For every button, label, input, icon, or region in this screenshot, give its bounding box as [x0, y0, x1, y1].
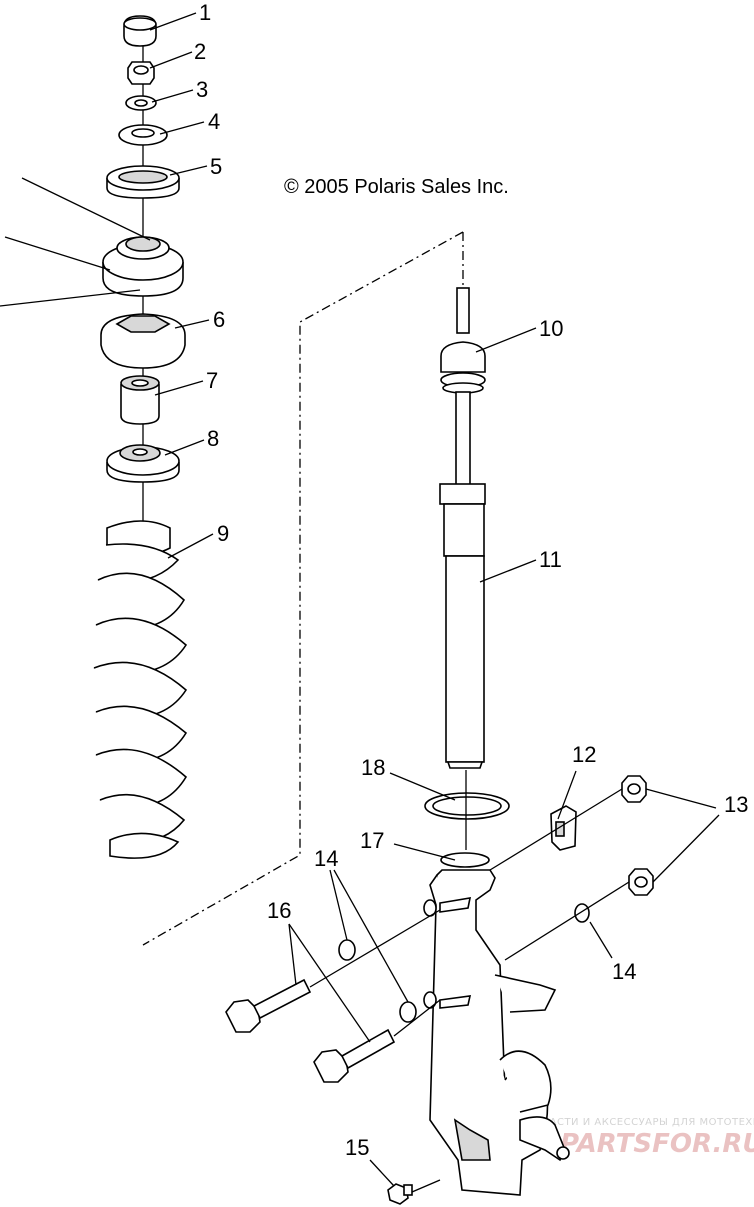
part-7-bushing [120, 375, 160, 425]
callout-12: 12 [572, 742, 596, 767]
leader-offpage-3 [0, 289, 141, 307]
part-4-washer [118, 124, 168, 146]
part-16-bolt-upper [225, 978, 312, 1033]
part-2-nut [127, 61, 155, 85]
part-5-bearing [106, 165, 180, 199]
axis-upper-nut [489, 788, 623, 871]
part-10-shock-shaft [440, 287, 486, 489]
callout-5: 5 [210, 154, 222, 179]
part-8-lower-seat [106, 444, 180, 483]
part-11-shock-body [439, 483, 486, 769]
part-13-nut-upper [621, 775, 647, 803]
watermark-small-text: ЗАПЧАСТИ И АКСЕССУАРЫ ДЛЯ МОТОТЕХНИКИ [520, 1117, 754, 1128]
leader-offpage-1 [21, 177, 151, 241]
callout-13: 13 [724, 792, 748, 817]
callout-15: 15 [345, 1135, 369, 1160]
watermark: ЗАПЧАСТИ И АКСЕССУАРЫ ДЛЯ МОТОТЕХНИКИ PA… [520, 1117, 754, 1159]
part-15-grease-fitting [387, 1183, 413, 1205]
part-14-washer-c [574, 903, 590, 923]
copyright-text: © 2005 Polaris Sales Inc. [284, 176, 509, 198]
axis-upper-bolt [309, 909, 441, 988]
part-16-bolt-lower [313, 1028, 396, 1083]
axis-lower-bolt [393, 999, 441, 1037]
callout-7: 7 [206, 368, 218, 393]
watermark-large-text: PARTSFOR.RU [560, 1129, 754, 1159]
part-12-clip [550, 805, 577, 851]
callout-14-left: 14 [314, 846, 338, 871]
part-9-coil-spring [93, 520, 188, 859]
part-14-washer-a [338, 939, 356, 961]
callout-3: 3 [196, 77, 208, 102]
part-6-bump-cap [100, 313, 186, 369]
callout-10: 10 [539, 316, 563, 341]
axis-lower-nut [504, 881, 630, 961]
callout-14-right: 14 [612, 959, 636, 984]
part-17-strut-housing [423, 852, 570, 1196]
part-1-cap [123, 15, 157, 47]
axis-fitting [411, 1179, 441, 1193]
callout-11: 11 [539, 547, 562, 572]
part-18-seal-ring [424, 792, 510, 820]
callout-18: 18 [361, 755, 385, 780]
callout-1: 1 [199, 0, 211, 25]
part-14-washer-b [399, 1001, 417, 1023]
callout-2: 2 [194, 39, 206, 64]
callout-17: 17 [360, 828, 384, 853]
leader-lines [149, 12, 720, 1187]
assembly-path-line [142, 231, 464, 946]
callout-4: 4 [208, 109, 220, 134]
callout-8: 8 [207, 426, 219, 451]
part-13-nut-lower [628, 868, 654, 896]
callout-16: 16 [267, 898, 291, 923]
callout-6: 6 [213, 307, 225, 332]
part-3-washer [125, 95, 157, 111]
upper-spring-seat [102, 236, 184, 297]
leader-offpage-2 [4, 236, 111, 271]
callout-9: 9 [217, 521, 229, 546]
